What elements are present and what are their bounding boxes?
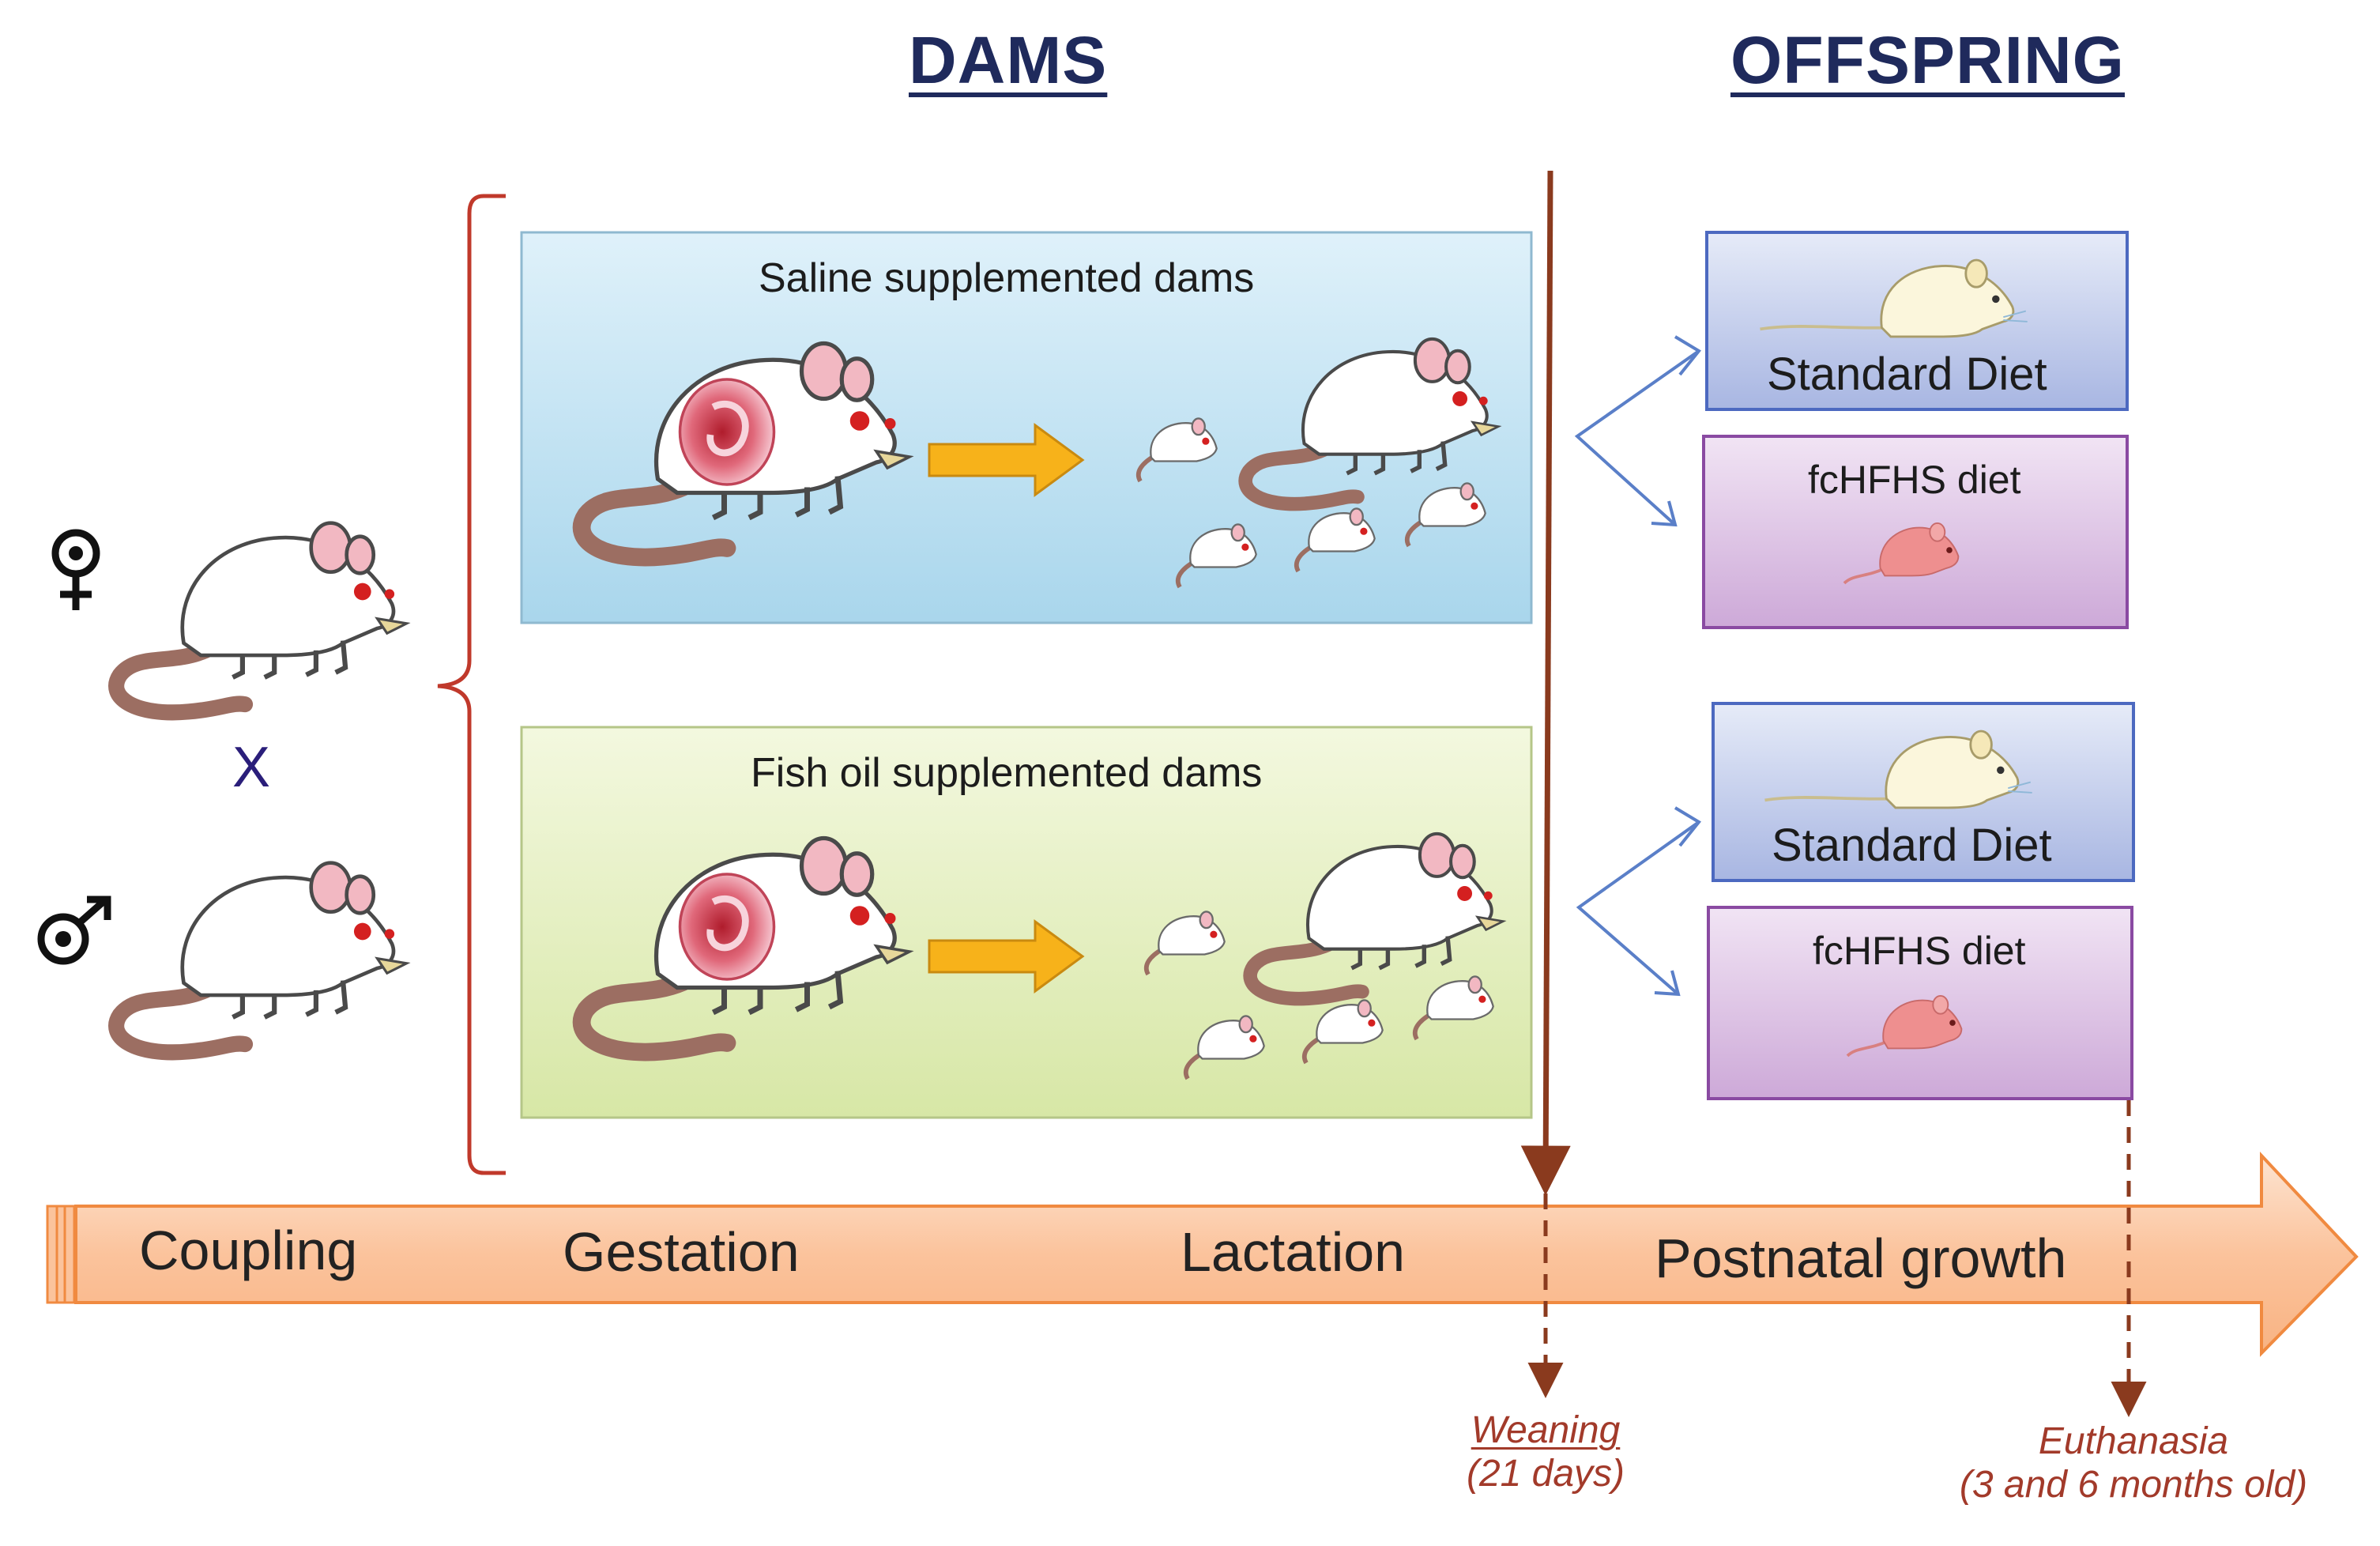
timeline-stage-postnatal: Postnatal growth [1655,1227,2067,1289]
euthanasia-note: Euthanasia (3 and 6 months old) [1920,1420,2347,1506]
female-rat-icon [116,523,406,713]
male-symbol-icon [37,896,111,965]
timeline-stage-coupling: Coupling [139,1220,358,1281]
arrow-right-icon [928,919,1085,994]
saline-dams-title: Saline supplemented dams [759,255,1255,301]
group-bracket [437,194,506,1175]
timeline-arrow [74,1151,2359,1357]
dams-header: DAMS [909,23,1108,97]
offspring-header: OFFSPRING [1730,23,2126,97]
fishoil-dams-title: Fish oil supplemented dams [751,750,1263,796]
arrow-right-icon [928,423,1085,497]
standard-diet-label: Standard Diet [1767,349,2047,400]
weaning-label: Weaning [1471,1409,1621,1451]
timeline-stage-gestation: Gestation [563,1221,800,1283]
timeline-tail [46,1205,76,1304]
cross-symbol: X [232,736,271,799]
fchfhs-diet-label: fcHFHS diet [1808,458,2021,502]
euthanasia-sub: (3 and 6 months old) [1959,1464,2308,1506]
standard-diet-label: Standard Diet [1772,820,2052,871]
euthanasia-label: Euthanasia [2038,1420,2229,1462]
weaning-note: Weaning (21 days) [1459,1408,1632,1495]
timeline-stage-lactation: Lactation [1181,1221,1406,1283]
weaning-line [1520,170,1571,1196]
female-symbol-icon [51,529,100,610]
weaning-sub: (21 days) [1466,1453,1625,1495]
male-rat-icon [116,863,406,1053]
fchfhs-diet-label: fcHFHS diet [1813,929,2026,973]
branch-arrows [1574,335,1701,997]
